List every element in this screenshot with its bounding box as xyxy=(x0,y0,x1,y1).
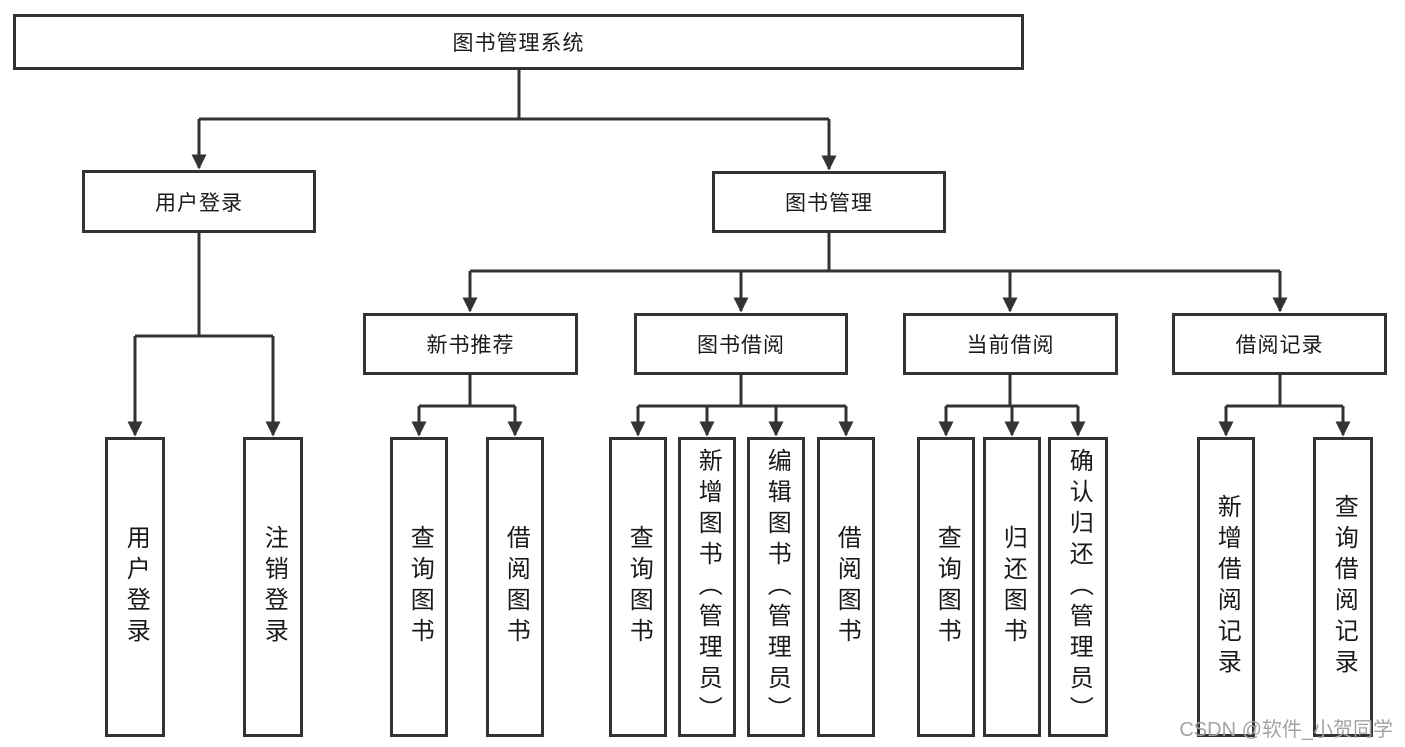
node-label: 查询图书 xyxy=(933,525,961,649)
node-borrow-records: 借阅记录 xyxy=(1172,313,1387,375)
csdn-watermark: CSDN @软件_小贺同学 xyxy=(1179,719,1393,741)
node-label: 查询图书 xyxy=(406,525,434,649)
node-label: 图书借阅 xyxy=(697,334,785,357)
leaf-add-books-admin: 新增图书（管理员） xyxy=(678,437,736,737)
node-label: 借阅图书 xyxy=(502,525,530,649)
node-label: 确认归还（管理员） xyxy=(1065,447,1093,727)
leaf-borrow-books-recommend: 借阅图书 xyxy=(486,437,544,737)
node-label: 查询借阅记录 xyxy=(1330,494,1358,680)
node-label: 用户登录 xyxy=(155,191,243,215)
node-label: 新增图书（管理员） xyxy=(694,447,722,727)
node-label: 图书管理系统 xyxy=(452,32,585,55)
node-label: 当前借阅 xyxy=(966,334,1055,357)
node-new-book-recommend: 新书推荐 xyxy=(363,313,578,375)
node-label: 图书管理 xyxy=(785,192,873,215)
node-label: 新书推荐 xyxy=(426,334,515,357)
leaf-edit-books-admin: 编辑图书（管理员） xyxy=(747,437,805,737)
leaf-user-login: 用户登录 xyxy=(105,437,165,737)
node-label: 查询图书 xyxy=(625,525,653,649)
node-book-borrow: 图书借阅 xyxy=(634,313,848,375)
node-label: 编辑图书（管理员） xyxy=(763,447,791,727)
leaf-add-borrow-record: 新增借阅记录 xyxy=(1197,437,1255,737)
leaf-query-books-borrow: 查询图书 xyxy=(609,437,667,737)
leaf-query-books-recommend: 查询图书 xyxy=(390,437,448,737)
node-current-borrow: 当前借阅 xyxy=(903,313,1118,375)
node-label: 归还图书 xyxy=(999,525,1027,649)
node-label: 用户登录 xyxy=(122,525,150,649)
leaf-query-borrow-record: 查询借阅记录 xyxy=(1313,437,1373,737)
leaf-query-books-current: 查询图书 xyxy=(917,437,975,737)
node-label: 新增借阅记录 xyxy=(1213,494,1241,680)
leaf-return-books: 归还图书 xyxy=(983,437,1041,737)
leaf-logout: 注销登录 xyxy=(243,437,303,737)
node-label: 注销登录 xyxy=(260,525,288,649)
node-book-management: 图书管理 xyxy=(712,171,946,233)
leaf-borrow-books: 借阅图书 xyxy=(817,437,875,737)
node-root-library-management-system: 图书管理系统 xyxy=(13,14,1024,70)
node-label: 借阅图书 xyxy=(833,525,861,649)
node-user-login: 用户登录 xyxy=(82,170,316,233)
leaf-confirm-return-admin: 确认归还（管理员） xyxy=(1048,437,1108,737)
node-label: 借阅记录 xyxy=(1235,334,1324,357)
